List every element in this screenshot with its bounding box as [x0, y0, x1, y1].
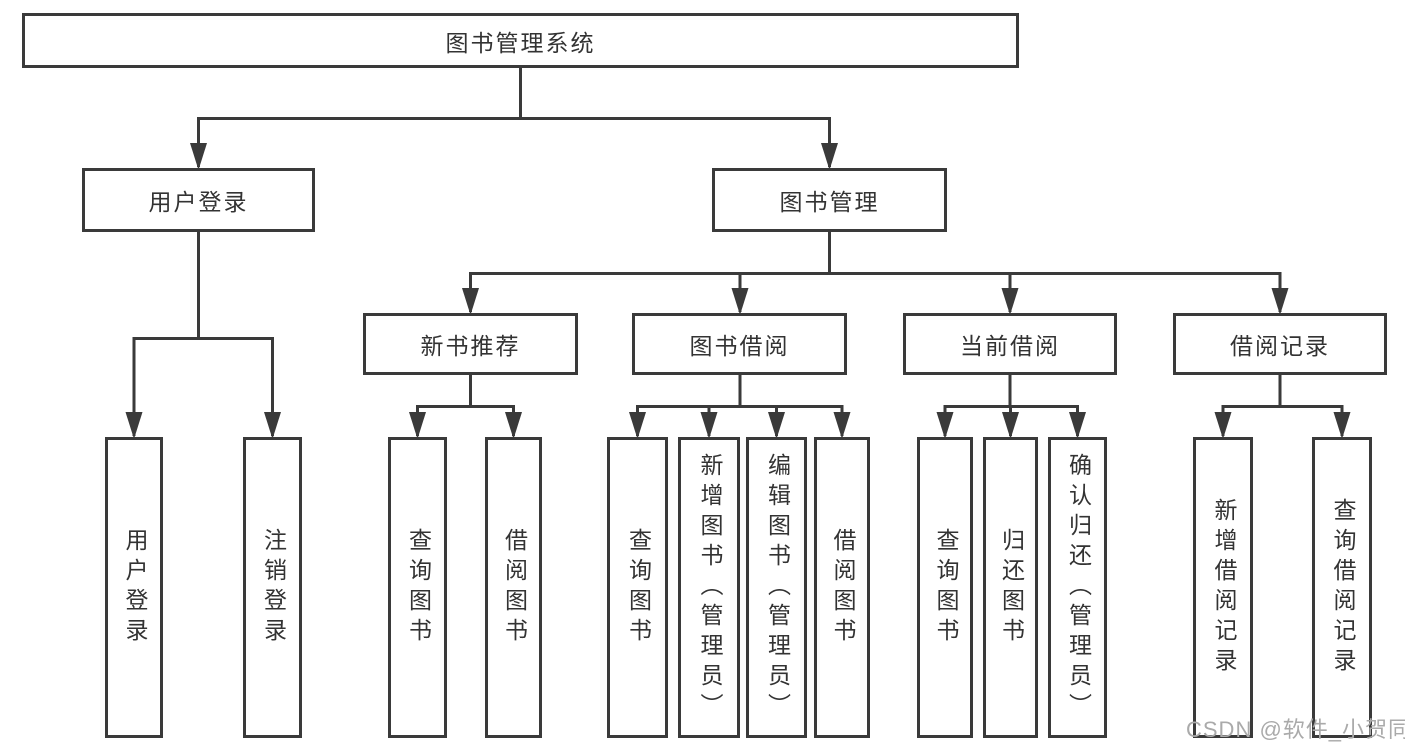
leaf-confirm-return-admin-label: 确认归还（管理员） — [1065, 452, 1092, 723]
leaf-borrow-books-1: 借阅图书 — [485, 437, 542, 738]
arrow-down-icon — [190, 143, 207, 170]
leaf-query-borrow-record-label: 查询借阅记录 — [1329, 497, 1356, 678]
leaf-query-books-3: 查询图书 — [917, 437, 973, 738]
node-user-login-label: 用户登录 — [148, 189, 249, 215]
edge-borrowing-records-to-leaves — [1221, 375, 1344, 436]
arrow-down-icon — [833, 412, 851, 439]
arrow-down-icon — [264, 412, 281, 439]
node-library-management-system: 图书管理系统 — [22, 13, 1019, 68]
arrow-down-icon — [629, 412, 646, 439]
arrow-down-icon — [1001, 288, 1019, 315]
arrow-down-icon — [409, 412, 426, 439]
arrow-down-icon — [462, 288, 479, 315]
node-book-borrowing-label: 图书借阅 — [689, 333, 790, 359]
leaf-user-login: 用户登录 — [105, 437, 163, 738]
leaf-borrow-books-2: 借阅图书 — [814, 437, 870, 738]
arrow-down-icon — [731, 288, 749, 315]
leaf-borrow-books-1-label: 借阅图书 — [501, 527, 528, 648]
leaf-query-books-1-label: 查询图书 — [405, 527, 432, 648]
edge-book-borrowing-to-leaves — [636, 375, 844, 436]
node-new-book-recommendation-label: 新书推荐 — [420, 333, 521, 359]
leaf-query-borrow-record: 查询借阅记录 — [1312, 437, 1372, 738]
leaf-user-login-label: 用户登录 — [121, 527, 148, 648]
node-current-borrowing: 当前借阅 — [903, 313, 1117, 375]
node-borrowing-records: 借阅记录 — [1173, 313, 1387, 375]
node-borrowing-records-label: 借阅记录 — [1230, 333, 1330, 359]
arrow-down-icon — [1271, 288, 1289, 315]
leaf-return-books: 归还图书 — [983, 437, 1038, 738]
leaf-borrow-books-2-label: 借阅图书 — [829, 527, 856, 648]
arrow-down-icon — [1069, 412, 1086, 439]
node-book-management-label: 图书管理 — [779, 189, 880, 215]
arrow-down-icon — [821, 143, 838, 170]
node-book-borrowing: 图书借阅 — [632, 313, 847, 375]
arrow-down-icon — [1214, 412, 1232, 439]
arrow-down-icon — [505, 412, 522, 439]
leaf-add-borrow-record: 新增借阅记录 — [1193, 437, 1253, 738]
leaf-confirm-return-admin: 确认归还（管理员） — [1048, 437, 1107, 738]
edge-user-login-to-leaves — [132, 232, 274, 436]
leaf-query-books-1: 查询图书 — [388, 437, 447, 738]
leaf-edit-book-admin-label: 编辑图书（管理员） — [764, 452, 791, 723]
leaf-add-borrow-record-label: 新增借阅记录 — [1210, 497, 1237, 678]
arrow-down-icon — [125, 412, 143, 439]
leaf-query-books-2-label: 查询图书 — [625, 527, 652, 648]
leaf-edit-book-admin: 编辑图书（管理员） — [746, 437, 807, 738]
arrow-down-icon — [1002, 412, 1019, 439]
node-new-book-recommendation: 新书推荐 — [363, 313, 578, 375]
edge-book-management-to-level3 — [469, 232, 1282, 312]
node-user-login: 用户登录 — [82, 168, 315, 232]
arrow-down-icon — [1333, 412, 1351, 439]
edge-root-to-level2 — [197, 68, 831, 167]
node-book-management: 图书管理 — [712, 168, 947, 232]
node-current-borrowing-label: 当前借阅 — [960, 333, 1060, 359]
arrow-down-icon — [768, 412, 785, 439]
leaf-logout: 注销登录 — [243, 437, 302, 738]
arrow-down-icon — [700, 412, 718, 439]
node-library-management-system-label: 图书管理系统 — [445, 29, 596, 56]
leaf-query-books-3-label: 查询图书 — [932, 527, 959, 648]
arrow-down-icon — [936, 412, 954, 439]
leaf-add-book-admin-label: 新增图书（管理员） — [696, 452, 723, 723]
csdn-watermark: CSDN @软件_小贺同学 — [1186, 717, 1405, 742]
leaf-query-books-2: 查询图书 — [607, 437, 668, 738]
leaf-logout-label: 注销登录 — [260, 527, 287, 648]
leaf-add-book-admin: 新增图书（管理员） — [678, 437, 740, 738]
leaf-return-books-label: 归还图书 — [998, 527, 1025, 648]
edge-new-book-rec-to-leaves — [416, 375, 515, 436]
